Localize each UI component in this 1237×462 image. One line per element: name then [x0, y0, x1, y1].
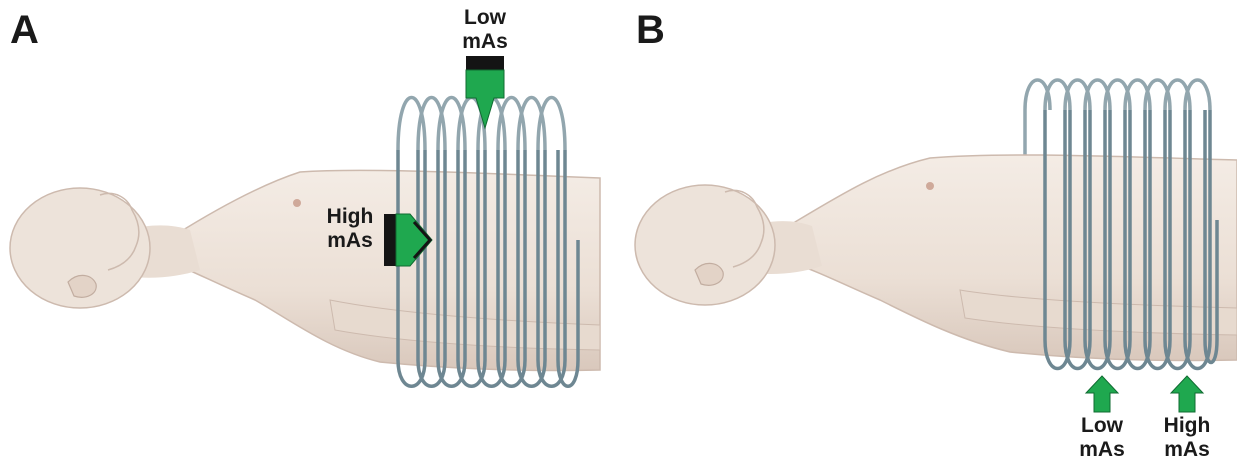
low-mas-arrow-b [1086, 376, 1118, 412]
low-mas-label-a-line1: Low [453, 6, 517, 30]
low-mas-label-b: Low mAs [1070, 414, 1134, 462]
high-mas-label-a-line2: mAs [318, 229, 382, 253]
high-mas-label-b-line1: High [1155, 414, 1219, 438]
high-mas-label-b-line2: mAs [1155, 438, 1219, 462]
high-mas-label-a-line1: High [318, 205, 382, 229]
patient-a [10, 170, 600, 370]
low-mas-label-b-line2: mAs [1070, 438, 1134, 462]
low-mas-label-a: Low mAs [453, 6, 517, 54]
low-mas-label-a-line2: mAs [453, 30, 517, 54]
high-mas-label-a: High mAs [318, 205, 382, 253]
high-mas-label-b: High mAs [1155, 414, 1219, 462]
panel-b [635, 80, 1237, 412]
low-mas-arrow-a [466, 56, 504, 128]
panel-a [10, 56, 600, 386]
panel-b-coil-front [1045, 110, 1217, 369]
low-mas-label-b-line1: Low [1070, 414, 1134, 438]
high-mas-arrow-b [1171, 376, 1203, 412]
